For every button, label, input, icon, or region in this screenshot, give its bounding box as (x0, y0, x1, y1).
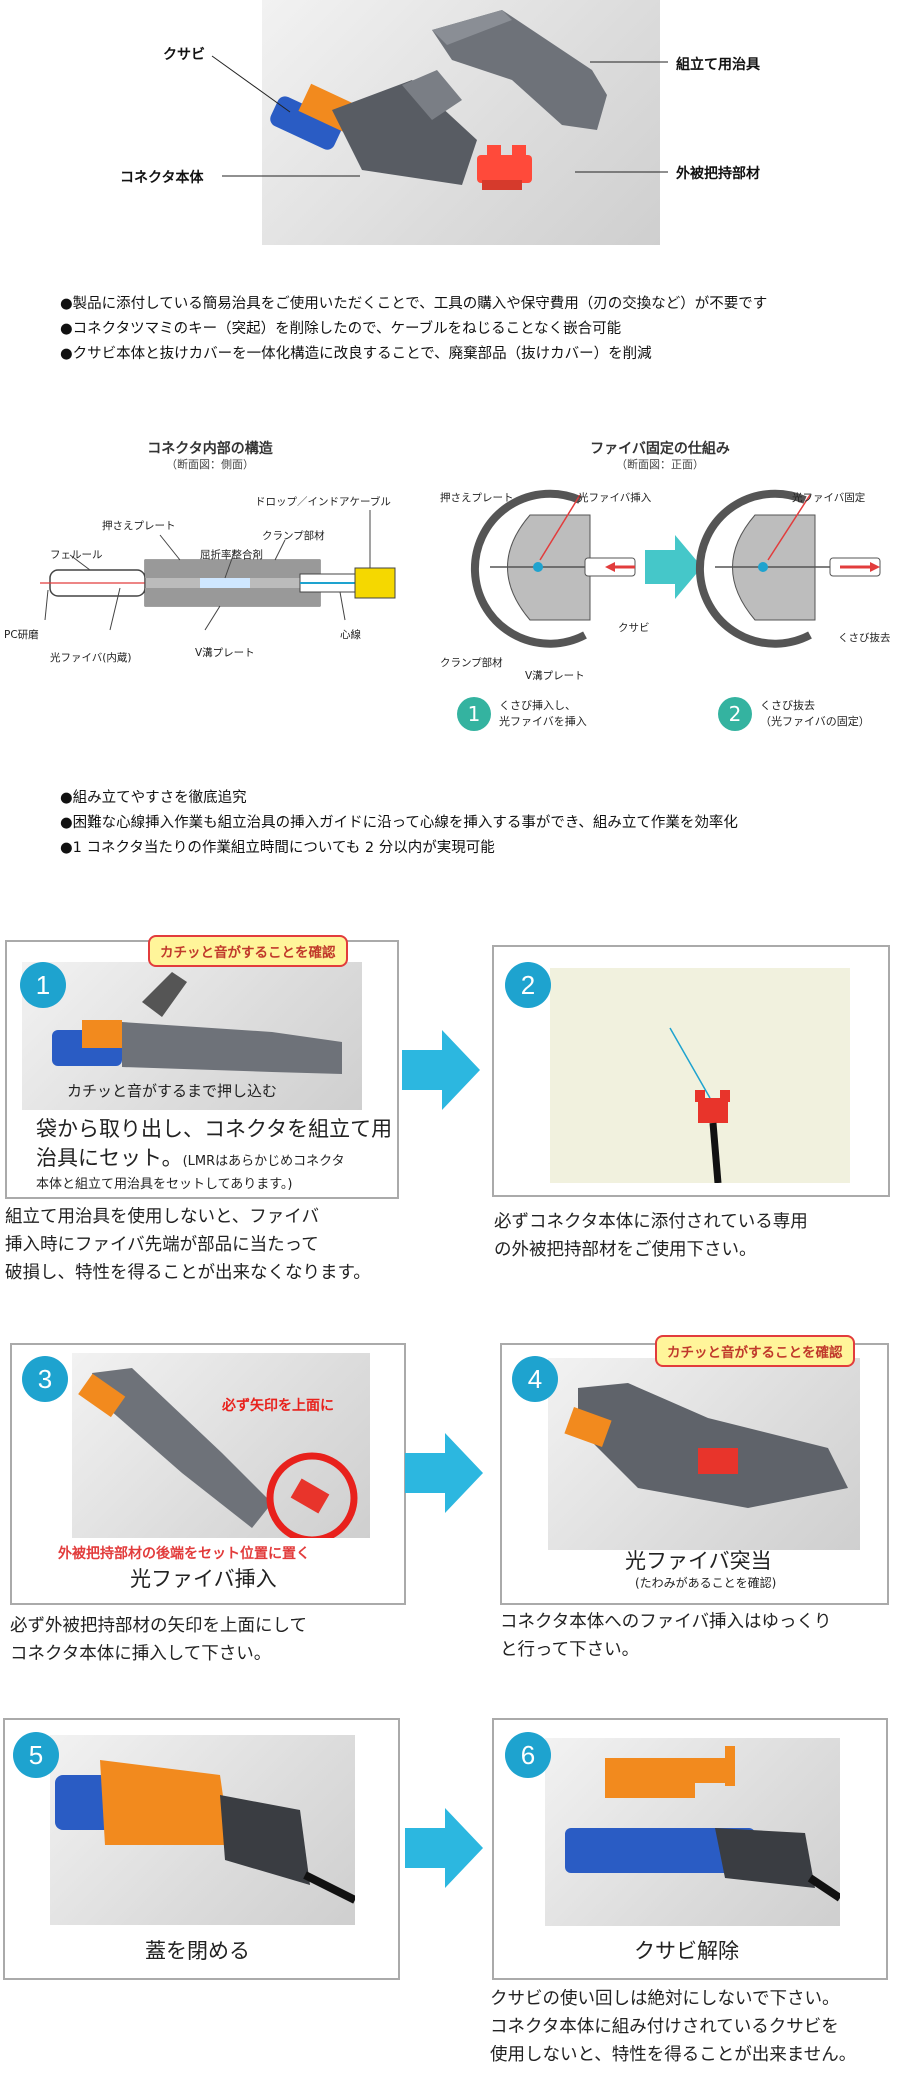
diag-label-press-plate-r: 押さえプレート (440, 492, 514, 504)
bullet-item: ●1 コネクタ当たりの作業組立時間についても 2 分以内が実現可能 (60, 840, 495, 856)
step-1-photo: カチッと音がするまで押し込む (22, 962, 362, 1110)
step-4-number: 4 (512, 1356, 558, 1402)
step-2-note-line: の外被把持部材をご使用下さい。 (494, 1240, 757, 1260)
leader-lines (211, 55, 668, 177)
step-4-note-line: と行って下さい。 (500, 1640, 640, 1660)
step-6-note: クサビの使い回しは絶対にしないで下さい。 コネクタ本体に組み付けされているクサビ… (490, 1985, 856, 2069)
step-5-photo (50, 1735, 355, 1925)
diag-label-fiber-fixed: 光ファイバ固定 (792, 492, 866, 504)
step-3-red-bottom: 外被把持部材の後端をセット位置に置く (58, 1546, 310, 1562)
step-3-photo: 必ず矢印を上面に (72, 1353, 370, 1538)
diag-label-clamp: クランプ部材 (262, 530, 325, 542)
label-assembly-jig: 組立て用治具 (676, 57, 760, 73)
arrow-right-icon (402, 1030, 480, 1110)
diagram-left-title: コネクタ内部の構造 (147, 441, 273, 457)
diagram-step-2: 2 くさび抜去 （光ファイバの固定） (718, 697, 902, 733)
product-illustration (270, 10, 607, 190)
step-1-caption-small2: 本体と組立て用治具をセットしてあります。) (36, 1177, 293, 1192)
step-4-caption-sub: (たわみがあることを確認) (635, 1576, 777, 1590)
diagram-left-subtitle: （断面図：側面） (166, 458, 254, 471)
step-4-callout: カチッと音がすることを確認 (655, 1335, 855, 1367)
diag-label-v-groove: V溝プレート (195, 647, 255, 659)
feature-bullets: ●製品に添付している簡易治具をご使用いただくことで、工具の購入や保守費用（刃の交… (60, 292, 767, 367)
step-3-illustration (78, 1368, 358, 1538)
diagram-step-1-text2: 光ファイバを挿入 (499, 715, 587, 728)
step-4-photo (548, 1358, 860, 1550)
step-5-illustration (55, 1760, 355, 1904)
diagram-step-1: 1 くさび挿入し、 光ファイバを挿入 (457, 697, 657, 733)
step-1-caption-line2: 治具にセット。 (36, 1146, 183, 1170)
arrow-right-icon (405, 1433, 483, 1513)
step-6-number: 6 (505, 1732, 551, 1778)
diag-label-drop-cable: ドロップ／インドアケーブル (255, 496, 391, 508)
step-1-caption-small1: (LMRはあらかじめコネクタ (182, 1154, 345, 1169)
step-6-note-line: 使用しないと、特性を得ることが出来ません。 (490, 2045, 857, 2065)
diagram-step-2-text2: （光ファイバの固定） (760, 715, 870, 728)
step-6-note-line: コネクタ本体に組み付けされているクサビを (490, 2017, 839, 2037)
diag-label-index-gel: 屈折率整合剤 (200, 549, 263, 561)
diag-label-fiber-built-in: 光ファイバ(内蔵) (50, 652, 132, 664)
step-1-caption: 袋から取り出し、コネクタを組立て用 治具にセット。(LMRはあらかじめコネクタ … (36, 1115, 392, 1194)
step-4-note-line: コネクタ本体へのファイバ挿入はゆっくり (500, 1612, 832, 1632)
step-1-photo-text: カチッと音がするまで押し込む (67, 1082, 278, 1100)
step-4-caption: 光ファイバ突当 (625, 1549, 772, 1573)
diag-label-clamp-r: クランプ部材 (440, 657, 503, 669)
step-6-note-line: クサビの使い回しは絶対にしないで下さい。 (490, 1989, 840, 2009)
step-2-note-line: 必ずコネクタ本体に添付されている専用 (494, 1212, 808, 1232)
assembly-bullets: ●組み立てやすさを徹底追究 ●困難な心線挿入作業も組立治具の挿入ガイドに沿って心… (60, 786, 738, 861)
step-2-photo (550, 968, 850, 1184)
step-3-note-line: コネクタ本体に挿入して下さい。 (10, 1644, 272, 1664)
diag-label-wedge-remove: くさび抜去 (838, 632, 891, 644)
step-1-note-line: 挿入時にファイバ先端が部品に当たって (5, 1235, 319, 1255)
diagram-right-title: ファイバ固定の仕組み (590, 441, 730, 457)
bullet-item: ●製品に添付している簡易治具をご使用いただくことで、工具の購入や保守費用（刃の交… (60, 296, 768, 312)
diagram-step-1-number: 1 (457, 697, 491, 731)
step-1-note-line: 組立て用治具を使用しないと、ファイバ (5, 1207, 319, 1227)
step-5-caption: 蓋を閉める (145, 1939, 250, 1963)
label-jacket-holder: 外被把持部材 (676, 166, 760, 182)
step-3-caption: 光ファイバ挿入 (130, 1567, 277, 1591)
step-1-caption-line2-wrap: 治具にセット。(LMRはあらかじめコネクタ (36, 1144, 392, 1176)
diagram-step-1-text1: くさび挿入し、 (499, 699, 576, 712)
fiber-fix-front-section (470, 489, 881, 648)
step-2-note: 必ずコネクタ本体に添付されている専用 の外被把持部材をご使用下さい。 (494, 1208, 808, 1264)
diag-label-press-plate: 押さえプレート (102, 520, 176, 532)
product-photo (262, 0, 660, 245)
step-3-note-line: 必ず外被把持部材の矢印を上面にして (10, 1616, 307, 1636)
step-6-caption: クサビ解除 (634, 1939, 739, 1963)
bullet-item: ●クサビ本体と抜けカバーを一体化構造に改良することで、廃棄部品（抜けカバー）を削… (60, 346, 652, 362)
arrow-right-icon (405, 1808, 483, 1888)
bullet-item: ●コネクタツマミのキー（突起）を削除したので、ケーブルをねじることなく嵌合可能 (60, 321, 622, 337)
diagram-right-subtitle: （断面図：正面） (616, 458, 704, 471)
step-1-note: 組立て用治具を使用しないと、ファイバ 挿入時にファイバ先端が部品に当たって 破損… (5, 1203, 371, 1287)
step-3-note: 必ず外被把持部材の矢印を上面にして コネクタ本体に挿入して下さい。 (10, 1612, 307, 1668)
step-5-number: 5 (13, 1732, 59, 1778)
diag-label-core: 心線 (340, 629, 361, 641)
diag-label-pc-polish: PC研磨 (4, 629, 39, 641)
diag-label-v-groove-r: V溝プレート (525, 670, 585, 682)
label-connector-body: コネクタ本体 (120, 170, 204, 186)
connector-side-section (40, 510, 396, 631)
diag-label-ferrule: フェルール (50, 549, 103, 561)
step-1-number: 1 (20, 962, 66, 1008)
label-wedge: クサビ (163, 47, 205, 63)
diag-label-wedge: クサビ (618, 622, 650, 634)
diag-label-fiber-insert: 光ファイバ挿入 (578, 492, 652, 504)
diagram-step-2-text1: くさび抜去 (760, 699, 815, 712)
step-1-caption-line1: 袋から取り出し、コネクタを組立て用 (36, 1117, 393, 1141)
step-4-note: コネクタ本体へのファイバ挿入はゆっくり と行って下さい。 (500, 1608, 831, 1664)
diagram-step-2-number: 2 (718, 697, 752, 731)
step-4-illustration (564, 1383, 848, 1508)
step-1-note-line: 破損し、特性を得ることが出来なくなります。 (5, 1263, 371, 1283)
step-1-illustration (52, 972, 342, 1074)
step-2-illustration (669, 1027, 730, 1184)
step-2-number: 2 (505, 962, 551, 1008)
bullet-item: ●困難な心線挿入作業も組立治具の挿入ガイドに沿って心線を挿入する事ができ、組み立… (60, 815, 738, 831)
step-3-number: 3 (22, 1356, 68, 1402)
step-6-illustration (565, 1746, 840, 1902)
step-6-photo (545, 1738, 840, 1926)
bullet-item: ●組み立てやすさを徹底追究 (60, 790, 247, 806)
step-3-red-top: 必ず矢印を上面に (222, 1398, 334, 1414)
step-1-callout: カチッと音がすることを確認 (148, 935, 348, 967)
